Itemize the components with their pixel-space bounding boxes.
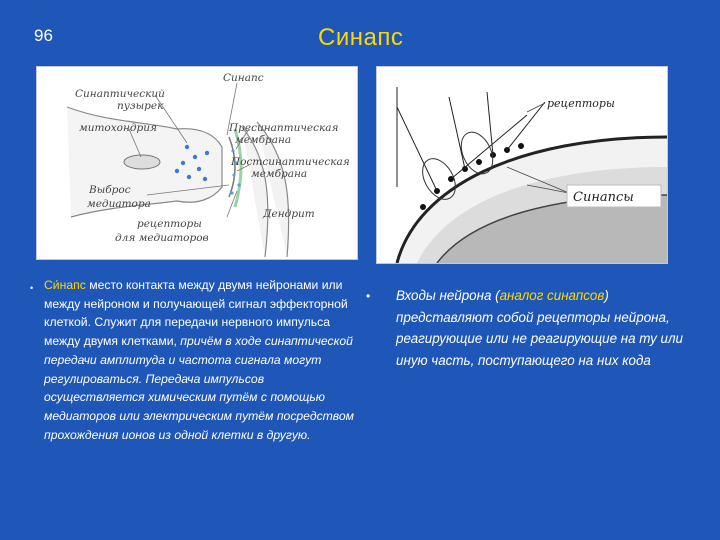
dendrite-outline bbox=[241, 121, 290, 258]
definition-part-1: место контакта между двумя нейронами или… bbox=[44, 278, 348, 349]
mitochondria-shape bbox=[123, 154, 161, 170]
neuron-inputs-text: Входы нейрона (аналог синапсов) представ… bbox=[396, 285, 686, 371]
vesicles bbox=[174, 144, 210, 182]
slide-title: Синапс bbox=[318, 24, 404, 51]
label-dendrite: Дендрит bbox=[262, 208, 315, 220]
input-lines bbox=[396, 87, 546, 192]
label-postsyn-2: мембрана bbox=[251, 168, 307, 180]
inputs-part-2: ) представляют собой рецепторы нейрона, … bbox=[396, 288, 684, 368]
label-receptors-1: рецепторы bbox=[137, 218, 202, 230]
label-synapses: Синапсы bbox=[573, 190, 634, 205]
mediator-dots bbox=[230, 149, 241, 195]
definition-part-2: причём в ходе синаптической передачи амп… bbox=[44, 334, 355, 442]
bullet-left: • bbox=[30, 283, 34, 293]
synapse-definition-text: Си́напс место контакта между двумя нейро… bbox=[44, 276, 360, 444]
label-synapse: Синапс bbox=[223, 72, 264, 84]
bullet-right: • bbox=[366, 289, 371, 303]
inputs-highlight: аналог синапсов bbox=[499, 288, 605, 303]
label-presyn-2: мембрана bbox=[235, 134, 291, 146]
synapse-diagram-drawing: Синапс Синаптический пузырек митохондрия… bbox=[66, 72, 350, 258]
label-mitochondria: митохондрия bbox=[79, 122, 157, 134]
synapse-diagram-image: Синапс Синаптический пузырек митохондрия… bbox=[36, 66, 358, 260]
label-postsyn-1: Постсинаптическая bbox=[230, 156, 350, 168]
label-vesicle-2: пузырек bbox=[117, 100, 164, 112]
term-synapse: Си́напс bbox=[44, 278, 86, 292]
inputs-part-1: Входы нейрона ( bbox=[396, 288, 500, 303]
page-number: 96 bbox=[34, 26, 53, 45]
label-presyn-1: Пресинаптическая bbox=[228, 122, 339, 134]
label-vesicle-1: Синаптический bbox=[75, 88, 165, 100]
label-release-1: Выброс bbox=[88, 184, 131, 196]
neuron-inputs-drawing: рецепторы Синапсы bbox=[395, 87, 667, 263]
label-receptors: рецепторы bbox=[547, 97, 615, 110]
neuron-inputs-image: рецепторы Синапсы bbox=[376, 66, 668, 264]
label-release-2: медиатора bbox=[87, 198, 151, 210]
label-receptors-2: для медиаторов bbox=[115, 232, 209, 244]
